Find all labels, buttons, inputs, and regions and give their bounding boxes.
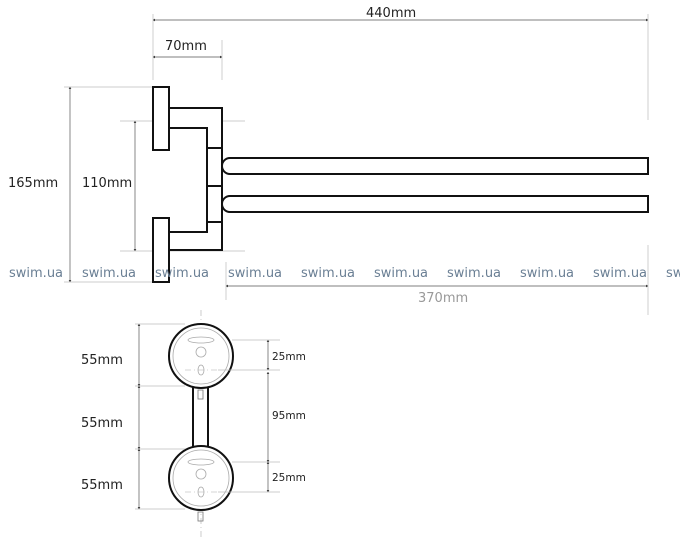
dim-label-25-bottom: 25mm	[272, 472, 306, 484]
watermark: swim.ua	[447, 266, 501, 281]
watermark: swim.ua	[520, 266, 574, 281]
wall-plate-front-bottom	[168, 445, 234, 511]
dim-label-mount-spacing: 110mm	[82, 176, 132, 191]
wall-plate-front-top	[168, 323, 234, 389]
watermark: swim.ua	[155, 266, 209, 281]
dim-label-95: 95mm	[272, 410, 306, 422]
towel-bar-1	[221, 157, 649, 175]
dim-label-overall-length: 440mm	[366, 6, 416, 21]
dim-label-total-height: 165mm	[8, 176, 58, 191]
top-view: 440mm 70mm 165mm 110mm 370mm	[8, 6, 649, 315]
dim-label-55-middle: 55mm	[81, 416, 123, 431]
dim-label-55-top: 55mm	[81, 353, 123, 368]
front-view: 55mm 55mm 55mm 25mm 95mm 25mm	[81, 310, 306, 540]
dim-label-mount-depth: 70mm	[165, 39, 207, 54]
towel-holder-side	[152, 86, 649, 283]
connector-bar	[192, 383, 209, 449]
wall-plate-top	[152, 86, 170, 151]
watermark: swim.ua	[228, 266, 282, 281]
watermark: swim.ua	[9, 266, 63, 281]
towel-bar-2	[221, 195, 649, 213]
watermark-row: swim.ua swim.ua swim.ua swim.ua swim.ua …	[9, 266, 680, 281]
dim-label-55-bottom: 55mm	[81, 478, 123, 493]
watermark: swim.ua	[82, 266, 136, 281]
watermark: sw	[666, 266, 680, 281]
watermark: swim.ua	[374, 266, 428, 281]
watermark: swim.ua	[593, 266, 647, 281]
dim-label-25-top: 25mm	[272, 351, 306, 363]
watermark: swim.ua	[301, 266, 355, 281]
wall-plate-bottom	[152, 217, 170, 283]
dim-label-bar-length: 370mm	[418, 291, 468, 306]
